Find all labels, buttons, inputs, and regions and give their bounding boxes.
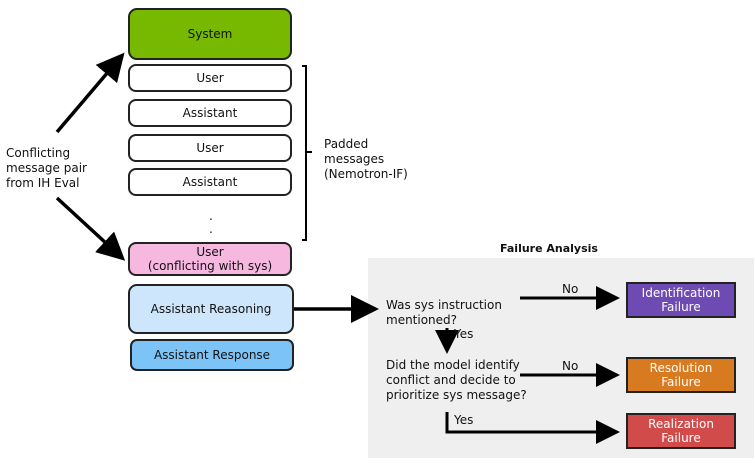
padding-brace bbox=[302, 65, 312, 241]
resolution-failure-box: Resolution Failure bbox=[626, 357, 736, 393]
failure-analysis-title: Failure Analysis bbox=[500, 242, 598, 255]
user-message-box: User bbox=[128, 64, 292, 92]
realization-failure-box: Realization Failure bbox=[626, 413, 736, 449]
label-line: Padded bbox=[324, 137, 369, 151]
no-label: No bbox=[562, 359, 579, 373]
box-line: Realization bbox=[648, 416, 714, 431]
arrow-q2-yes bbox=[445, 412, 620, 444]
box-line: Failure bbox=[661, 375, 701, 389]
arrow-to-user-conflict bbox=[55, 196, 126, 261]
yes-label: Yes bbox=[454, 413, 474, 427]
identification-failure-box: Identification Failure bbox=[626, 282, 736, 318]
label-line: from IH Eval bbox=[6, 176, 80, 190]
assistant-reasoning-box: Assistant Reasoning bbox=[128, 284, 294, 334]
question-sys-mentioned: Was sys instruction mentioned? bbox=[386, 298, 502, 328]
question-line: conflict and decide to bbox=[386, 373, 516, 387]
question-prioritize-sys: Did the model identify conflict and deci… bbox=[386, 358, 527, 403]
question-line: prioritize sys message? bbox=[386, 388, 527, 402]
question-line: Was sys instruction bbox=[386, 298, 502, 312]
no-label: No bbox=[562, 282, 579, 296]
label-line: messages bbox=[324, 152, 385, 166]
label-line: (Nemotron-IF) bbox=[324, 167, 408, 181]
yes-label: Yes bbox=[454, 327, 474, 341]
user-conflict-line1: User bbox=[196, 244, 224, 259]
system-message-box: System bbox=[128, 8, 292, 60]
padded-messages-label: Padded messages (Nemotron-IF) bbox=[324, 137, 408, 182]
user-conflict-line2: (conflicting with sys) bbox=[147, 259, 273, 273]
user-message-box: User bbox=[128, 134, 292, 162]
box-line: Failure bbox=[661, 431, 701, 445]
assistant-message-box: Assistant bbox=[128, 99, 292, 127]
assistant-response-box: Assistant Response bbox=[130, 339, 294, 371]
box-line: Resolution bbox=[649, 360, 713, 375]
assistant-message-box: Assistant bbox=[128, 168, 292, 196]
label-line: Conflicting bbox=[6, 146, 71, 160]
question-line: Did the model identify bbox=[386, 358, 520, 372]
box-line: Failure bbox=[661, 300, 701, 314]
conflicting-pair-label: Conflicting message pair from IH Eval bbox=[6, 146, 87, 191]
question-line: mentioned? bbox=[386, 313, 458, 327]
user-conflict-box: User (conflicting with sys) bbox=[128, 242, 292, 276]
label-line: message pair bbox=[6, 161, 87, 175]
box-line: Identification bbox=[641, 285, 721, 300]
arrow-to-system bbox=[55, 52, 125, 134]
ellipsis-dots: . . bbox=[209, 209, 213, 236]
